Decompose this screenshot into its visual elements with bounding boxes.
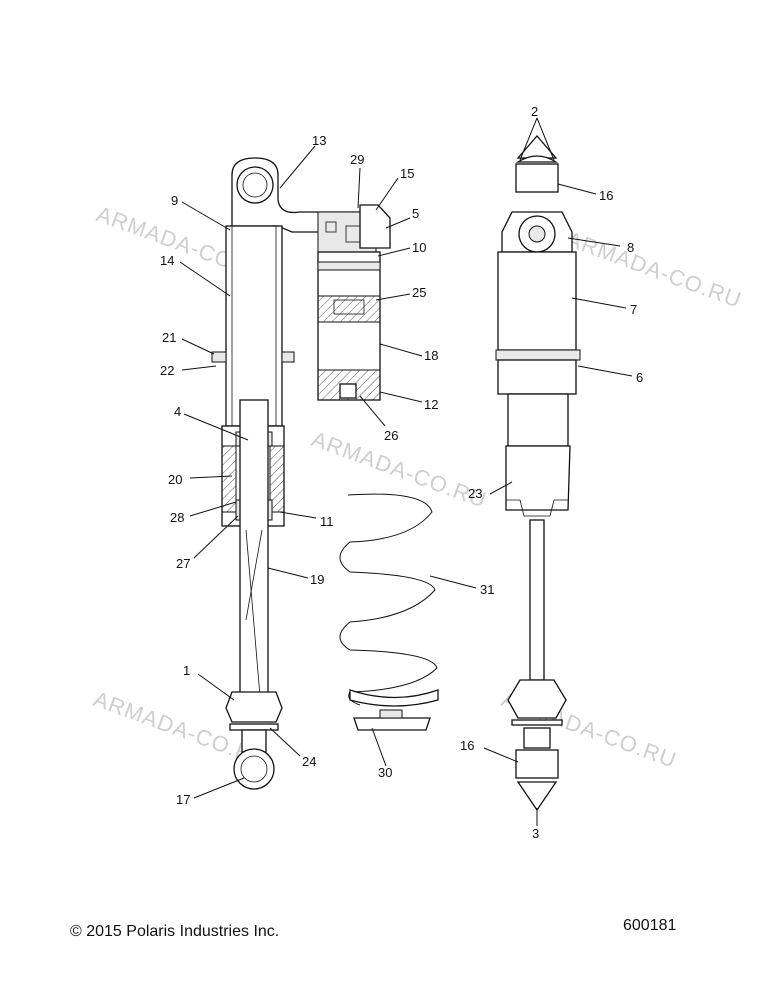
callout-31: 31 <box>480 582 494 597</box>
callout-23: 23 <box>468 486 482 501</box>
callout-16-top: 16 <box>599 188 613 203</box>
right-shock-external <box>495 135 581 812</box>
callout-1: 1 <box>183 663 190 678</box>
callout-18: 18 <box>424 348 438 363</box>
callout-11: 11 <box>320 514 334 529</box>
coil-spring <box>339 493 439 731</box>
callout-2: 2 <box>531 104 538 119</box>
leader-lines <box>179 117 633 826</box>
callout-26: 26 <box>384 428 398 443</box>
callout-14: 14 <box>160 253 174 268</box>
callout-5: 5 <box>412 206 419 221</box>
callout-30: 30 <box>378 765 392 780</box>
callout-8: 8 <box>627 240 634 255</box>
callout-29: 29 <box>350 152 364 167</box>
callout-10: 10 <box>412 240 426 255</box>
callout-24: 24 <box>302 754 316 769</box>
callout-27: 27 <box>176 556 190 571</box>
copyright-notice: © 2015 Polaris Industries Inc. <box>70 923 280 940</box>
callout-25: 25 <box>412 285 426 300</box>
callout-21: 21 <box>162 330 176 345</box>
callout-labels: 1 2 3 4 5 6 7 8 9 10 11 12 13 14 15 16 1… <box>160 104 643 841</box>
callout-20: 20 <box>168 472 182 487</box>
callout-28: 28 <box>170 510 184 525</box>
callout-16-bottom: 16 <box>460 738 474 753</box>
callout-15: 15 <box>400 166 414 181</box>
left-shock-cutaway <box>211 157 391 790</box>
callout-3: 3 <box>532 826 539 841</box>
callout-17: 17 <box>176 792 190 807</box>
callout-19: 19 <box>310 572 324 587</box>
callout-22: 22 <box>160 363 174 378</box>
callout-12: 12 <box>424 397 438 412</box>
watermark-3: ARMADA-CO.RU <box>563 226 745 313</box>
callout-4: 4 <box>174 404 181 419</box>
callout-7: 7 <box>630 302 637 317</box>
document-number: 600181 <box>623 917 677 934</box>
watermark-2: ARMADA-CO.RU <box>308 426 490 513</box>
callout-9: 9 <box>171 193 178 208</box>
callout-13: 13 <box>312 133 326 148</box>
callout-6: 6 <box>636 370 643 385</box>
